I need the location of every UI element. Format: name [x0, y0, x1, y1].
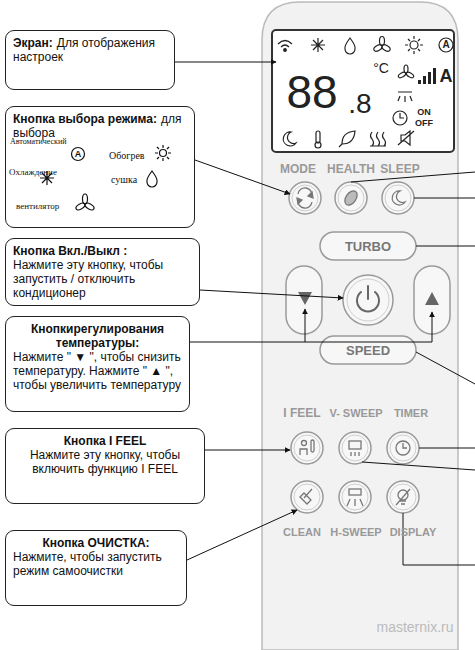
- callout-heading: Кнопка I FEEL: [13, 434, 197, 448]
- callout-box: Экран:Для отображения настроек: [5, 30, 175, 90]
- callout-box: Кнопка выбора режима:для выбораАвтоматич…: [5, 106, 195, 228]
- callout-text: Нажмите эту кнопку, чтобы включить функц…: [13, 448, 197, 476]
- mode-name: Охлаждение: [9, 165, 57, 179]
- lcd-screen: [272, 30, 454, 152]
- callout-text: Нажмите эту кнопку, чтобы запустить / от…: [13, 258, 192, 300]
- mode-name: Обогрев: [109, 149, 145, 163]
- callout-heading: Экран:: [13, 36, 53, 50]
- callout-box: Кнопкирегулирования температуры:Нажмите …: [5, 316, 190, 412]
- mode-name: вентилятор: [16, 199, 59, 213]
- callout-text: Нажмите " ▼ ", чтобы снизить температуру…: [13, 350, 182, 392]
- buttons: [286, 182, 450, 513]
- callout-text: Нажмите, чтобы запустить режим самоочист…: [13, 550, 179, 578]
- lcd-icons: [278, 36, 453, 148]
- callout-box: Кнопка Вкл./Выкл :Нажмите эту кнопку, чт…: [5, 238, 200, 306]
- callout-box: Кнопка I FEELНажмите эту кнопку, чтобы в…: [5, 428, 205, 504]
- power-symbol: [357, 286, 379, 311]
- callout-heading: Кнопкирегулирования температуры:: [13, 322, 182, 350]
- signal-bars: [418, 68, 436, 84]
- mode-name: сушка: [111, 173, 137, 187]
- callout-box: Кнопка ОЧИСТКА:Нажмите, чтобы запустить …: [5, 530, 187, 606]
- callout-heading: Кнопка Вкл./Выкл :: [13, 244, 192, 258]
- remote-body: [262, 2, 458, 650]
- mode-name: Автоматический: [10, 135, 67, 149]
- button-rims: [292, 185, 416, 510]
- leader-lines: [175, 62, 475, 565]
- callout-heading: Кнопка выбора режима:: [13, 112, 157, 126]
- button-icons: [297, 188, 410, 506]
- callout-heading: Кнопка ОЧИСТКА:: [13, 536, 179, 550]
- mode-icons: [40, 145, 171, 211]
